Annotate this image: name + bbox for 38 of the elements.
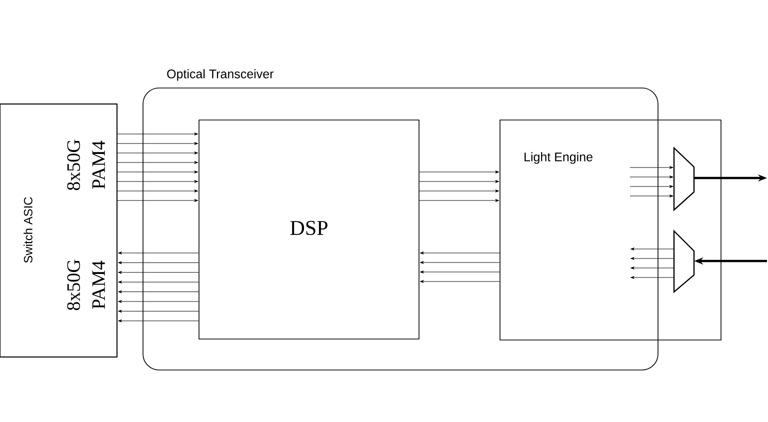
arrow	[420, 252, 500, 254]
arrow	[118, 300, 199, 303]
arrow	[118, 261, 199, 264]
arrow	[117, 180, 198, 183]
arrow	[118, 319, 199, 322]
arrow	[630, 276, 674, 279]
arrow	[117, 132, 198, 136]
arrow	[420, 280, 500, 283]
arrow	[630, 248, 674, 250]
signal-label: 8x50G PAM4	[67, 260, 105, 310]
arrow	[419, 170, 500, 174]
arrow	[117, 190, 198, 192]
arrow	[117, 152, 198, 154]
arrow	[118, 310, 199, 313]
arrow	[630, 266, 674, 270]
chip-label: Switch ASIC	[24, 197, 32, 263]
arrow	[630, 194, 674, 198]
arrow	[419, 180, 500, 183]
arrow	[630, 176, 674, 178]
arrow	[117, 170, 198, 174]
arrow	[118, 270, 199, 274]
arrow	[118, 252, 199, 254]
arrow	[117, 199, 198, 202]
arrow	[117, 142, 198, 145]
arrow	[118, 280, 199, 284]
arrow	[630, 166, 674, 169]
node-label: Optical Transceiver	[167, 69, 274, 81]
arrow	[420, 261, 500, 264]
arrow	[630, 257, 674, 260]
arrow	[420, 270, 500, 274]
arrow	[118, 290, 199, 294]
arrow	[419, 199, 500, 202]
arrow	[630, 185, 674, 188]
block-box: Light Engine	[500, 120, 722, 340]
arrow	[419, 190, 500, 192]
arrow	[117, 161, 198, 164]
block-box: DSP	[198, 120, 420, 340]
signal-label: 8x50G PAM4	[67, 140, 105, 190]
